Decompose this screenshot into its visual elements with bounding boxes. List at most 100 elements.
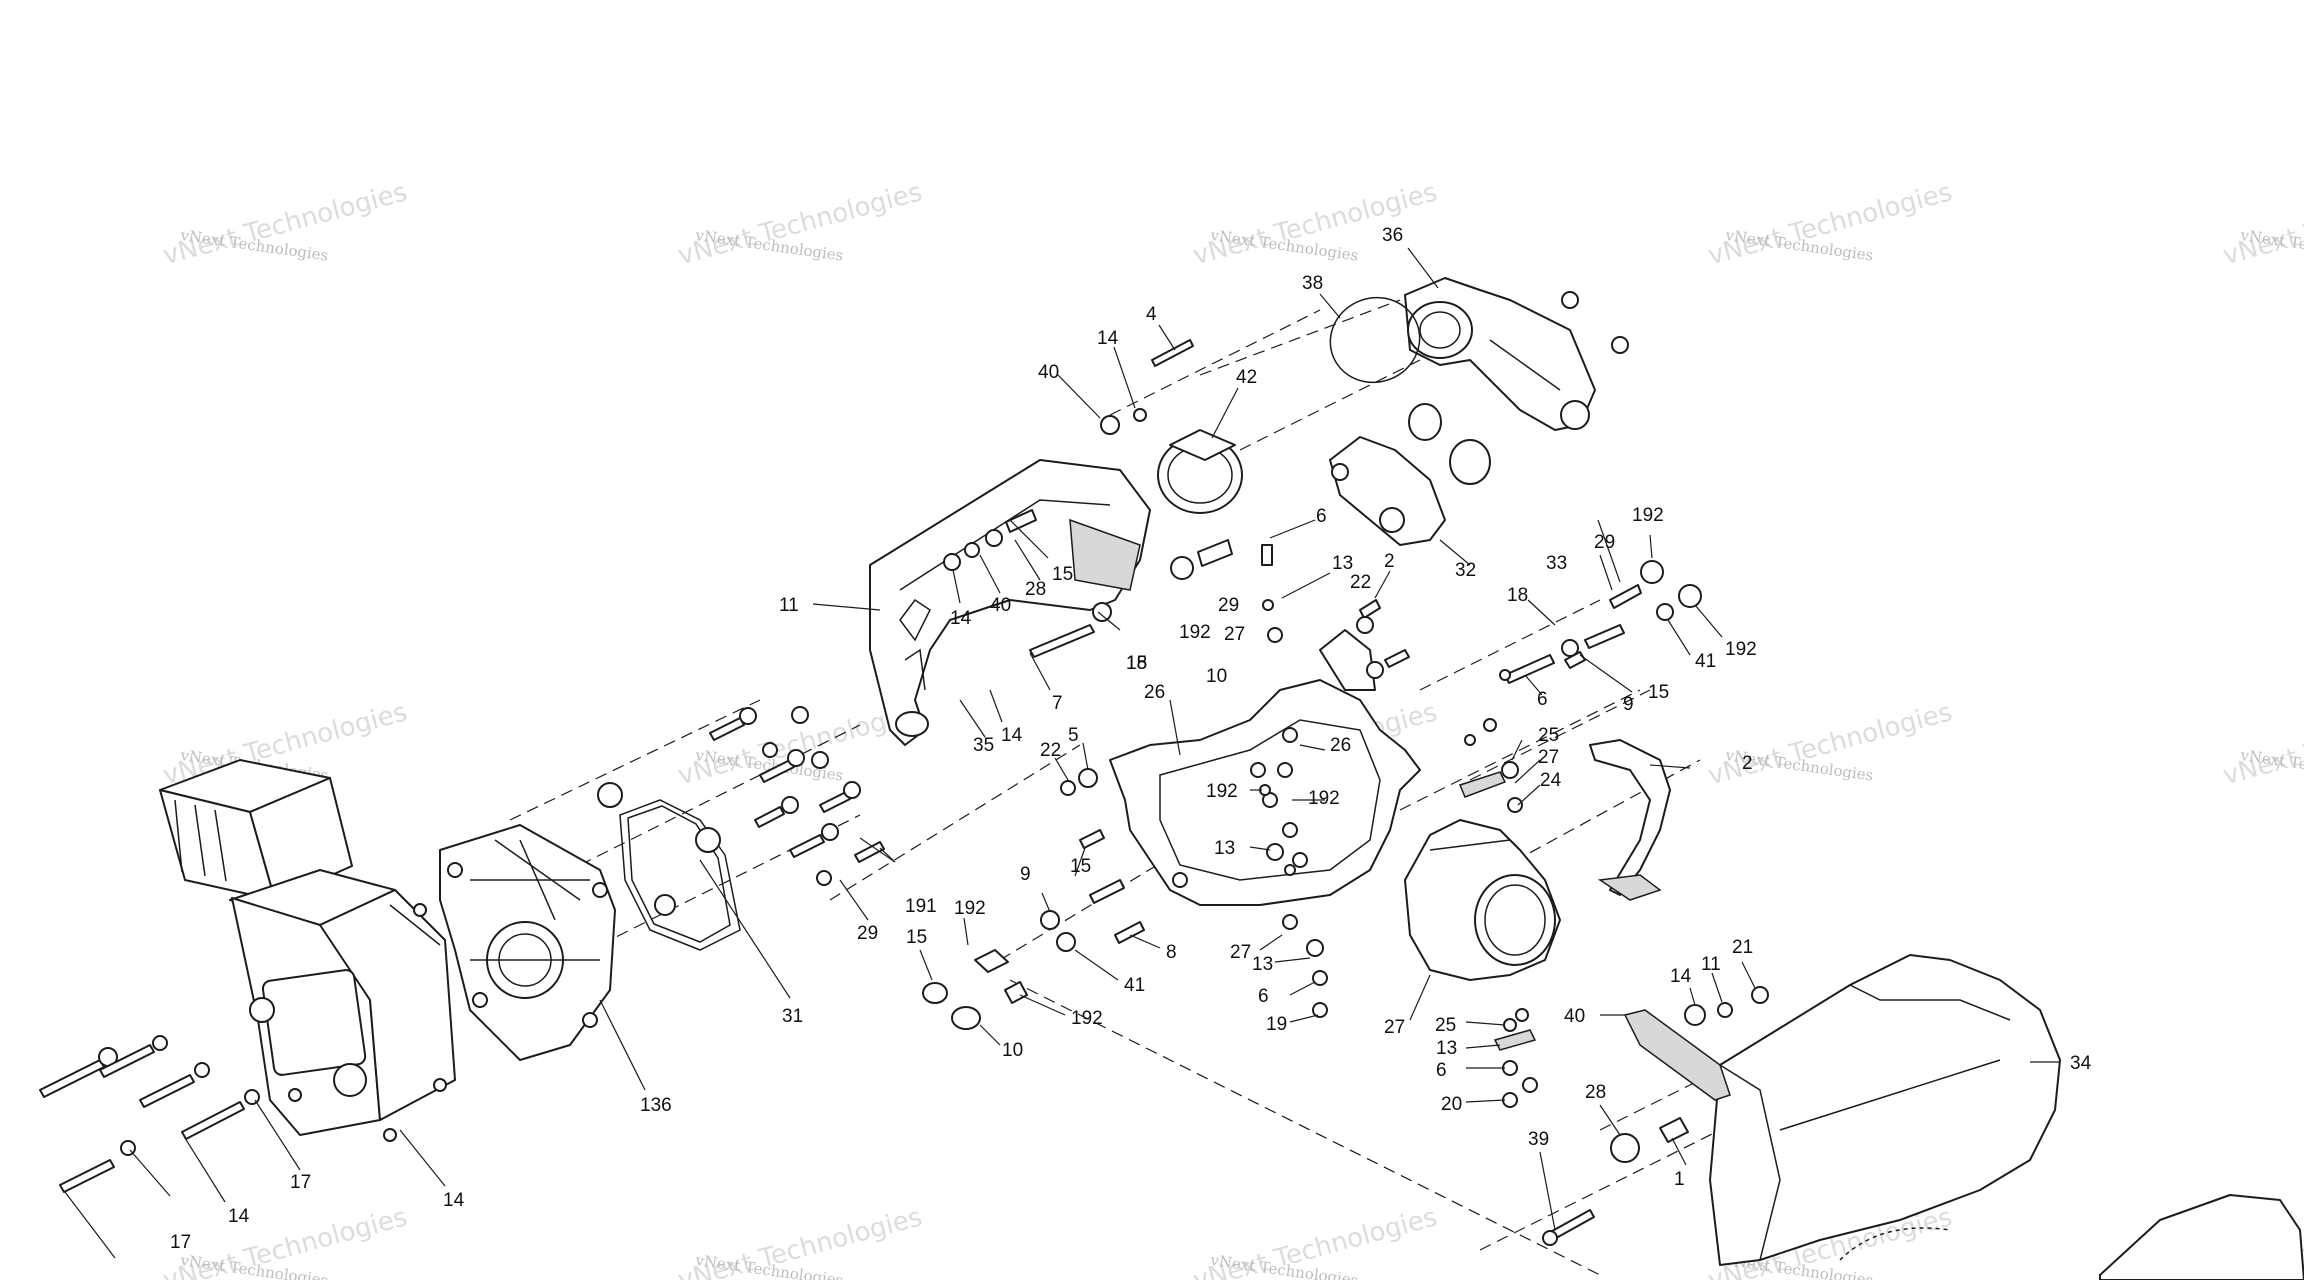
callout-21[interactable]: 34 [2070, 1053, 2092, 1074]
callout-20[interactable]: 40 [1564, 1006, 1585, 1027]
link-arm-shape [1623, 1009, 1731, 1101]
callout-4[interactable]: 4 [1146, 304, 1157, 325]
callouts: 36 38 4 14 40 42 6 13 2 22 27 10 32 29 1… [170, 225, 2092, 1253]
callout-15[interactable]: 15 [1648, 682, 1669, 703]
callout-14[interactable]: 11 [1701, 954, 1721, 975]
callout-34[interactable]: 28 [1585, 1082, 1606, 1103]
gasket-shape [597, 782, 741, 951]
seal-ring-b [1449, 439, 1491, 485]
callout-14[interactable]: 35 [973, 735, 994, 756]
callout-28[interactable]: 1 [1674, 1169, 1685, 1190]
callout-19[interactable]: 27 [1384, 1017, 1405, 1038]
callout-192[interactable]: 13 [1214, 838, 1235, 859]
callout-35[interactable]: 26 [1144, 682, 1165, 703]
callout-29[interactable]: 29 [1594, 532, 1615, 553]
small-hardware [922, 339, 1769, 1108]
callout-15[interactable]: 33 [1546, 553, 1567, 574]
callout-25[interactable]: 27 [1538, 747, 1559, 768]
seal-ring-a [1408, 403, 1442, 441]
callout-15[interactable]: 41 [1124, 975, 1145, 996]
callout-27[interactable]: 25 [1435, 1015, 1456, 1036]
intake-duct-shape [1404, 819, 1561, 981]
bearing-ring-shape [1157, 429, 1243, 514]
callout-136[interactable]: 14 [443, 1190, 465, 1211]
callout-11[interactable]: 21 [1732, 937, 1753, 958]
callout-6[interactable]: 20 [1441, 1094, 1462, 1115]
callout-40[interactable]: 40 [1038, 362, 1059, 383]
callout-40[interactable]: 14 [1670, 966, 1692, 987]
callout-2[interactable]: 2 [1384, 551, 1395, 572]
callout-27[interactable]: 27 [1224, 624, 1245, 645]
callout-13[interactable]: 13 [1332, 553, 1353, 574]
callout-13[interactable]: 6 [1258, 986, 1269, 1007]
callout-15[interactable]: 15 [1126, 653, 1147, 674]
callout-26[interactable]: 192 [1308, 788, 1340, 809]
callout-41[interactable]: 41 [1695, 651, 1716, 672]
engine-plate-shape [439, 824, 616, 1061]
callout-31[interactable]: 136 [640, 1095, 672, 1116]
callout-191[interactable]: 29 [857, 923, 878, 944]
callout-6[interactable]: 6 [1316, 506, 1327, 527]
callout-2[interactable]: 22 [1040, 740, 1061, 761]
callout-1[interactable]: 39 [1528, 1129, 1549, 1150]
leader-lines [64, 247, 2060, 1259]
callout-9[interactable]: 9 [1623, 694, 1634, 715]
callout-26[interactable]: 26 [1330, 735, 1351, 756]
callout-29[interactable]: 29 [1218, 595, 1239, 616]
parts-geometry [39, 277, 2304, 1280]
callout-14[interactable]: 14 [1097, 328, 1119, 349]
callout-192[interactable]: 192 [1206, 781, 1238, 802]
callout-33[interactable]: 11 [779, 595, 799, 616]
callout-28[interactable]: 15 [1052, 564, 1073, 585]
callout-192[interactable]: 192 [1179, 622, 1211, 643]
callout-10[interactable]: 27 [1230, 942, 1251, 963]
lower-right-part [2099, 1194, 2304, 1280]
callout-18[interactable]: 18 [1507, 585, 1528, 606]
callout-192[interactable]: 15 [906, 927, 927, 948]
callout-14[interactable]: 17 [170, 1232, 191, 1253]
callout-29[interactable]: 192 [954, 898, 986, 919]
spacer-34 [1610, 1133, 1640, 1163]
o-ring-shape [1329, 296, 1421, 384]
callout-6[interactable]: 6 [1537, 689, 1548, 710]
tunnel-cover-shape [1709, 954, 2061, 1266]
callout-41[interactable]: 192 [1071, 1008, 1103, 1029]
mount-bracket-shape [1589, 739, 1671, 901]
bolts-left [39, 1035, 260, 1193]
callout-13[interactable]: 25 [1538, 725, 1559, 746]
callout-8[interactable]: 191 [905, 896, 937, 917]
callout-13[interactable]: 6 [1436, 1060, 1447, 1081]
callout-10[interactable]: 10 [1206, 666, 1227, 687]
callout-32[interactable]: 32 [1455, 560, 1476, 581]
callout-38[interactable]: 38 [1302, 273, 1323, 294]
callout-27[interactable]: 24 [1540, 770, 1562, 791]
callout-36[interactable]: 36 [1382, 225, 1403, 246]
cover-shape [1329, 436, 1446, 546]
callout-9[interactable]: 8 [1166, 942, 1177, 963]
callout-39[interactable]: 31 [782, 1006, 803, 1027]
callout-11[interactable]: 14 [950, 608, 972, 629]
bearing-housing-shape [1404, 277, 1629, 431]
callout-192[interactable]: 10 [1002, 1040, 1023, 1061]
callout-42[interactable]: 42 [1236, 367, 1257, 388]
callout-14[interactable]: 40 [990, 595, 1011, 616]
callout-22[interactable]: 22 [1350, 572, 1371, 593]
callout-18[interactable]: 7 [1052, 693, 1063, 714]
callout-14[interactable]: 17 [290, 1172, 311, 1193]
callout-22[interactable]: 5 [1068, 725, 1079, 746]
callout-15[interactable]: 9 [1020, 864, 1031, 885]
callout-5[interactable]: 15 [1070, 856, 1091, 877]
watermark-large: vNext Technologies [2220, 177, 2304, 271]
callout-40[interactable]: 28 [1025, 579, 1046, 600]
callout-17[interactable]: 14 [228, 1206, 250, 1227]
callout-27[interactable]: 13 [1252, 954, 1273, 975]
callout-192[interactable]: 192 [1725, 639, 1757, 660]
callout-192[interactable]: 192 [1632, 505, 1664, 526]
callout-15[interactable]: 18 [1126, 653, 1147, 674]
callout-7[interactable]: 14 [1001, 725, 1023, 746]
callout-24[interactable]: 2 [1742, 753, 1753, 774]
callout-25[interactable]: 13 [1436, 1038, 1457, 1059]
bolts-plate [709, 706, 885, 886]
callout-6[interactable]: 19 [1266, 1014, 1287, 1035]
